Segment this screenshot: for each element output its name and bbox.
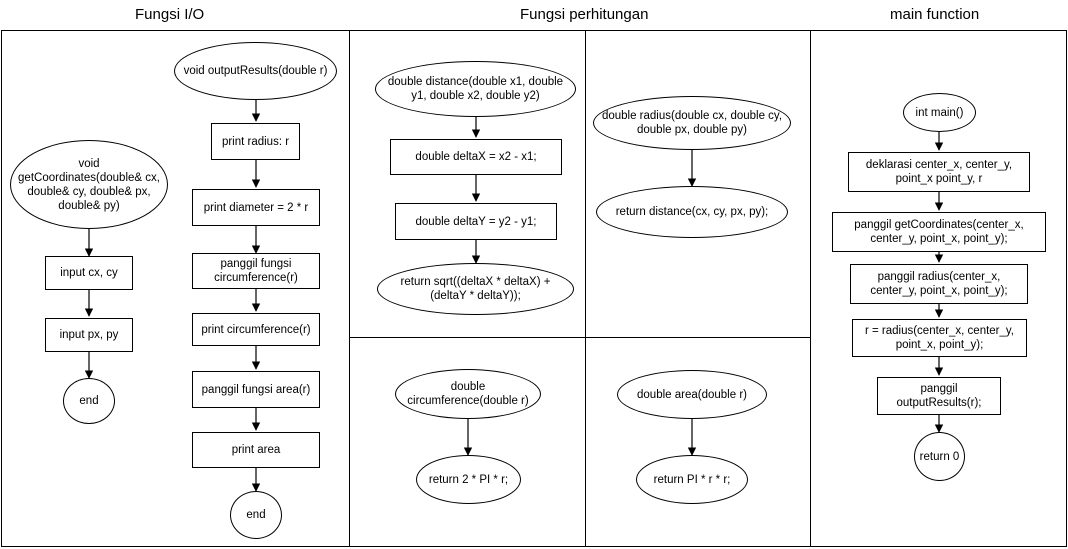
distance-start: double distance(double x1, double y1, do… [375,61,576,117]
main-panel [810,30,1067,547]
print-diameter-box: print diameter = 2 * r [192,189,320,226]
print-area-box: print area [192,432,320,468]
distance-return: return sqrt((deltaX * deltaX) + (deltaY … [377,263,574,315]
call-getcoordinates-box: panggil getCoordinates(center_x, center_… [832,212,1046,252]
main-start: int main() [903,93,976,132]
main-return: return 0 [914,432,965,481]
call-radius-box: panggil radius(center_x, center_y, point… [850,264,1028,304]
declare-box: deklarasi center_x, center_y, point_x po… [848,152,1030,192]
area-start: double area(double r) [617,370,767,419]
input-center-box: input cx, cy [45,256,133,290]
getcoordinates-start: void getCoordinates(double& cx, double& … [10,140,168,229]
circumference-start: double circumference(double r) [395,369,541,419]
getcoordinates-end: end [63,378,115,424]
deltax-box: double deltaX = x2 - x1; [390,139,562,175]
deltay-box: double deltaY = y2 - y1; [395,203,557,240]
radius-start: double radius(double cx, double cy, doub… [593,96,791,150]
circumference-return: return 2 * PI * r; [416,455,521,504]
header-io: Fungsi I/O [135,6,205,23]
area-panel [585,337,811,547]
radius-panel [585,30,811,338]
outputresults-start: void outputResults(double r) [174,42,337,100]
call-area-box: panggil fungsi area(r) [192,371,320,408]
print-circumference-box: print circumference(r) [192,313,320,346]
call-output-box: panggil outputResults(r); [877,377,1001,415]
area-return: return PI * r * r; [636,455,748,504]
print-radius-box: print radius: r [211,123,300,160]
call-circumference-box: panggil fungsi circumference(r) [192,253,320,289]
assign-r-box: r = radius(center_x, center_y, point_x, … [852,319,1027,357]
radius-return: return distance(cx, cy, px, py); [596,186,788,238]
header-calc: Fungsi perhitungan [520,6,649,23]
input-point-box: input px, py [45,318,133,352]
outputresults-end: end [230,491,282,539]
header-main: main function [890,6,980,23]
